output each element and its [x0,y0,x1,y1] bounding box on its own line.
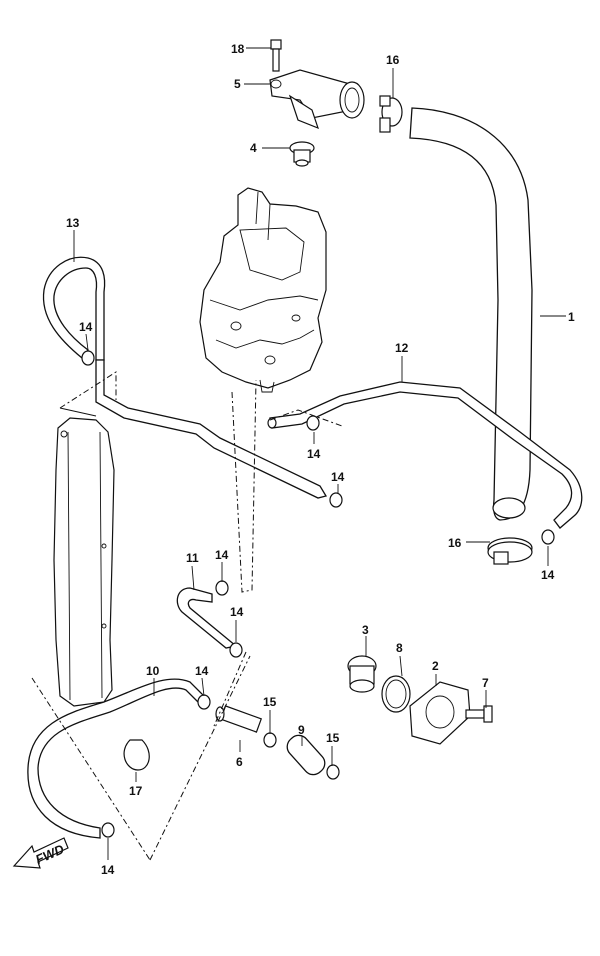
callout-14-h: 14 [101,863,115,877]
thermostat-cover-5 [269,69,365,130]
hose-9 [286,734,326,776]
oring-8 [381,675,411,713]
callout-13: 13 [66,216,80,230]
callout-5: 5 [234,77,241,91]
hose-1 [409,107,533,521]
clamp-14-h [101,822,115,838]
reference-lines [31,371,343,861]
bolt-18 [270,39,282,72]
hose-12 [267,381,583,529]
clamp-14-g [197,694,211,710]
clamp-14-c [329,492,343,508]
fwd-label: FWD [33,841,67,867]
clamp-15-a [263,732,277,748]
callout-18: 18 [231,42,245,56]
callout-14-b: 14 [307,447,321,461]
clamp-14-f [229,642,243,658]
callout-16-bottom: 16 [448,536,462,550]
callout-15-a: 15 [263,695,277,709]
callout-11: 11 [186,551,199,565]
bolt-7 [465,705,493,723]
callout-15-b: 15 [326,731,340,745]
callout-12: 12 [395,341,409,355]
callout-17: 17 [129,784,143,798]
engine-block [199,187,327,393]
valve-3 [347,655,377,693]
callout-14-e: 14 [215,548,229,562]
clip-17 [123,739,150,771]
clamp-16-bottom [487,537,533,565]
callout-4: 4 [250,141,257,155]
cover-2 [409,681,471,745]
callout-2: 2 [432,659,439,673]
clamp-16-top [379,95,403,133]
callout-1: 1 [568,310,575,324]
callout-14-f: 14 [230,605,244,619]
hose-10 [27,678,207,839]
callout-labels: 18 5 4 16 1 12 13 14 14 14 16 14 11 14 1… [66,42,575,877]
cooler [53,417,115,707]
clamp-15-b [326,764,340,780]
callout-7: 7 [482,676,489,690]
clamp-14-b [306,415,320,431]
callout-14-g: 14 [195,664,209,678]
clamp-14-d [541,529,555,545]
callout-14-a: 14 [79,320,93,334]
callout-14-d: 14 [541,568,555,582]
hose-13 [42,256,106,361]
connector-6 [215,705,263,733]
fwd-arrow-icon: FWD [12,837,69,869]
callout-16-top: 16 [386,53,400,67]
clamp-14-a [81,350,95,366]
callout-14-c: 14 [331,470,345,484]
callout-8: 8 [396,641,403,655]
clamp-14-e [215,580,229,596]
callout-6: 6 [236,755,243,769]
hose-11 [176,587,238,649]
callout-10: 10 [146,664,160,678]
callout-3: 3 [362,623,369,637]
leader-lines [73,47,566,860]
callout-9: 9 [298,723,305,737]
thermostat-4 [289,141,315,167]
hose-middle [95,359,328,499]
